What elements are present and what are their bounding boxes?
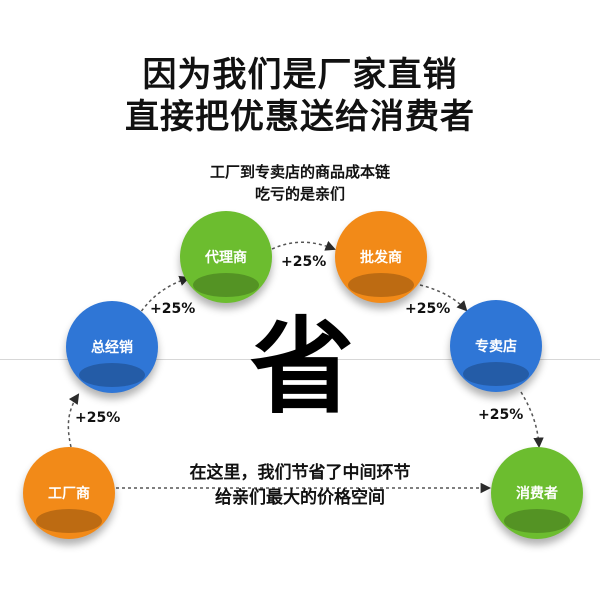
arrow-store-to-consumer (520, 391, 544, 449)
node-factory-label: 工厂商 (48, 486, 90, 502)
node-general-dealer-label: 总经销 (91, 340, 133, 356)
node-consumer: 消费者 (491, 447, 583, 539)
node-store-label: 专卖店 (475, 339, 517, 355)
markup-label-4: +25% (405, 301, 451, 317)
arrow-agent-to-wholesaler (271, 240, 336, 251)
node-wholesaler: 批发商 (335, 211, 427, 303)
markup-label-2: +25% (150, 301, 196, 317)
save-character: 省 (250, 306, 355, 428)
markup-label-1: +25% (75, 410, 121, 426)
arrow-factory-to-general (67, 393, 80, 448)
bottom-text-line-2: 给亲们最大的价格空间 (215, 488, 385, 508)
node-store: 专卖店 (450, 300, 542, 392)
markup-label-3: +25% (281, 254, 327, 270)
subtitle-line-1: 工厂到专卖店的商品成本链 (209, 163, 390, 181)
node-consumer-label: 消费者 (516, 486, 558, 502)
headline-line-2: 直接把优惠送给消费者 (125, 97, 475, 137)
subtitle-line-2: 吃亏的是亲们 (254, 185, 345, 203)
node-agent: 代理商 (180, 211, 272, 303)
arrow-wholesaler-to-store (419, 284, 468, 312)
bottom-text-line-1: 在这里，我们节省了中间环节 (189, 463, 411, 483)
node-agent-label: 代理商 (205, 250, 247, 266)
markup-label-5: +25% (478, 407, 524, 423)
headline-line-1: 因为我们是厂家直销 (142, 55, 458, 95)
arrow-general-to-agent (137, 275, 190, 317)
node-wholesaler-label: 批发商 (360, 250, 402, 266)
node-general-dealer: 总经销 (66, 301, 158, 393)
node-factory: 工厂商 (23, 447, 115, 539)
divider-line (0, 359, 600, 360)
